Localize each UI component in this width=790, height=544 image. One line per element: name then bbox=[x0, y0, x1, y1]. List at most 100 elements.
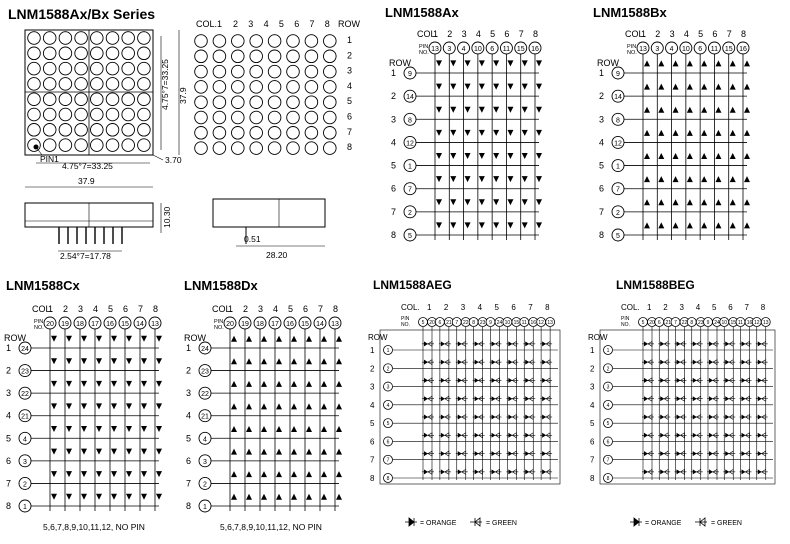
orange-led-symbol bbox=[525, 396, 530, 402]
row-pin-number: 4 bbox=[203, 436, 207, 443]
led-symbol bbox=[246, 335, 252, 342]
orange-led-symbol bbox=[424, 396, 428, 402]
green-led-symbol bbox=[444, 359, 450, 366]
dot bbox=[212, 95, 227, 109]
col-pin-number: 5 bbox=[642, 320, 645, 326]
orange-led-symbol bbox=[692, 377, 697, 383]
dot bbox=[249, 34, 263, 48]
col-number: 4 bbox=[273, 304, 278, 314]
dot bbox=[286, 34, 300, 48]
green-led-symbol bbox=[427, 377, 433, 384]
col-number: 2 bbox=[63, 304, 68, 314]
legend: = ORANGE = GREEN bbox=[405, 517, 517, 527]
led-symbol bbox=[246, 403, 252, 410]
led-symbol bbox=[478, 176, 485, 183]
led-symbol bbox=[66, 471, 72, 478]
led-symbol bbox=[156, 403, 162, 410]
orange-led-symbol bbox=[491, 341, 496, 347]
led-symbol bbox=[436, 60, 442, 67]
green-led-symbol bbox=[647, 468, 653, 475]
green-led-symbol bbox=[494, 468, 500, 475]
led-symbol bbox=[478, 199, 485, 206]
dot bbox=[74, 92, 88, 106]
col-number: 4 bbox=[476, 29, 481, 39]
col-pin-circle bbox=[545, 317, 556, 327]
orange-led-symbol bbox=[692, 396, 697, 402]
led-symbol bbox=[672, 83, 679, 90]
dot bbox=[304, 141, 319, 155]
row-number: 1 bbox=[370, 346, 375, 355]
dot bbox=[304, 126, 319, 140]
dot bbox=[304, 80, 319, 94]
green-led-symbol bbox=[744, 359, 750, 366]
orange-led-symbol bbox=[440, 341, 445, 347]
led-symbol bbox=[306, 426, 312, 432]
dot bbox=[249, 49, 263, 64]
orange-led-symbol bbox=[757, 377, 762, 383]
col-number: 8 bbox=[545, 303, 550, 312]
col-number: 7 bbox=[138, 304, 143, 314]
green-led-symbol bbox=[478, 359, 483, 366]
orange-led-symbol bbox=[424, 451, 428, 457]
led-symbol bbox=[672, 60, 679, 67]
row-label: ROW bbox=[4, 333, 27, 343]
green-led-symbol bbox=[663, 359, 669, 366]
green-led-symbol bbox=[761, 340, 767, 347]
dot bbox=[58, 46, 73, 61]
green-led-symbol bbox=[545, 450, 551, 457]
orange-led-symbol bbox=[725, 396, 730, 402]
led-symbol bbox=[478, 153, 485, 159]
panel-footnote: 5,6,7,8,9,10,11,12, NO PIN bbox=[43, 522, 145, 532]
dot bbox=[231, 64, 245, 79]
led-symbol bbox=[66, 380, 72, 387]
orange-led-symbol bbox=[709, 469, 713, 475]
dot bbox=[212, 126, 227, 140]
green-led-symbol bbox=[494, 359, 500, 366]
corner-dim-leader bbox=[152, 154, 164, 161]
row-pin-number: 5 bbox=[607, 421, 610, 427]
orange-led-symbol bbox=[725, 414, 730, 420]
dot bbox=[121, 46, 135, 61]
green-led-symbol bbox=[427, 450, 433, 457]
row-pin-circle bbox=[603, 473, 613, 483]
dot bbox=[323, 95, 337, 109]
grid-row-label: ROW bbox=[338, 19, 361, 29]
col-number: 6 bbox=[123, 304, 128, 314]
dot bbox=[194, 126, 208, 140]
dot bbox=[323, 110, 337, 125]
row-number: 3 bbox=[391, 114, 396, 124]
led-symbol bbox=[521, 83, 528, 90]
green-led-symbol bbox=[461, 340, 467, 347]
row-number: 2 bbox=[186, 366, 191, 376]
orange-led-symbol bbox=[741, 396, 746, 402]
legend: = ORANGE = GREEN bbox=[630, 517, 742, 527]
led-symbol bbox=[231, 380, 237, 387]
col-number: 3 bbox=[258, 304, 263, 314]
dot bbox=[194, 110, 208, 125]
row-number: 7 bbox=[391, 207, 396, 217]
green-led-symbol bbox=[427, 340, 433, 347]
row-number: 3 bbox=[6, 388, 11, 398]
row-number: 7 bbox=[6, 478, 11, 488]
led-symbol bbox=[276, 493, 282, 500]
frame bbox=[379, 329, 561, 485]
orange-led-symbol bbox=[542, 359, 547, 365]
led-symbol bbox=[701, 222, 708, 229]
col-pin-number: 9 bbox=[707, 320, 710, 326]
dot bbox=[323, 141, 337, 155]
led-symbol bbox=[507, 153, 514, 159]
pin-label: PIN bbox=[401, 316, 410, 322]
row-pin-circle bbox=[383, 473, 393, 483]
led-symbol bbox=[306, 403, 312, 410]
orange-led-symbol bbox=[660, 469, 665, 475]
dot bbox=[267, 126, 282, 140]
row-label: ROW bbox=[389, 58, 412, 68]
green-led-symbol bbox=[679, 377, 685, 384]
dot bbox=[267, 110, 282, 125]
col-number: 7 bbox=[519, 29, 524, 39]
green-led-symbol bbox=[511, 413, 517, 421]
green-led-symbol bbox=[712, 413, 718, 421]
led-symbol bbox=[729, 60, 736, 67]
led-symbol bbox=[231, 403, 237, 410]
